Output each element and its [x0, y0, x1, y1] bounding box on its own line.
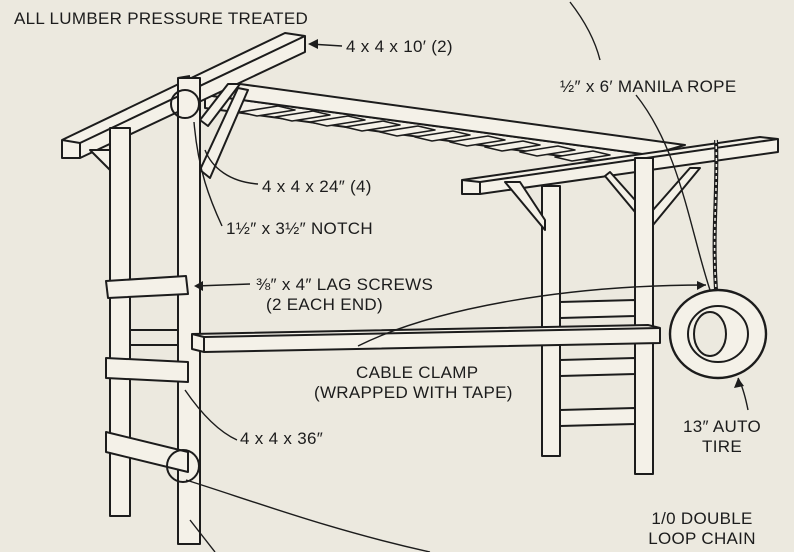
- post-left-rear: [109, 127, 131, 517]
- side-rungs-right: [559, 299, 636, 427]
- cable-clamp-sub-label: (WRAPPED WITH TAPE): [314, 383, 513, 402]
- top-crossbar-right: [461, 136, 779, 195]
- lag-screws-label: ⅜″ x 4″ LAG SCREWS: [256, 275, 434, 294]
- post-right-rear: [541, 185, 561, 457]
- tire-sub-label: TIRE: [702, 437, 742, 456]
- post-label: 4 x 4 x 36″: [240, 429, 324, 448]
- notch-label: 1½″ x 3½″ NOTCH: [226, 219, 373, 238]
- arrowheads: [194, 39, 744, 388]
- mid-rail: [191, 324, 661, 353]
- chain-label: 1/0 DOUBLE: [651, 509, 753, 528]
- auto-tire: [668, 288, 768, 380]
- chain-sub-label: LOOP CHAIN: [648, 529, 756, 548]
- cable-clamp-label: CABLE CLAMP: [356, 363, 479, 382]
- brace-left: [89, 83, 249, 179]
- top-beam-label: 4 x 4 x 10′ (2): [346, 37, 453, 56]
- lag-screws-sub-label: (2 EACH END): [266, 295, 383, 314]
- brace-right: [504, 167, 701, 231]
- post-right-front: [634, 157, 654, 475]
- manila-rope: [712, 139, 719, 291]
- leader-lines: [184, 1, 749, 552]
- post-left-front: [177, 75, 201, 545]
- notch-circle-bottom: [166, 449, 200, 483]
- tire-label: 13″ AUTO: [682, 417, 762, 436]
- notch-circle-top: [170, 89, 200, 119]
- rope-label: ½″ x 6′ MANILA ROPE: [560, 77, 737, 96]
- ladder-rungs: [239, 105, 611, 162]
- title-label: ALL LUMBER PRESSURE TREATED: [14, 9, 309, 28]
- brace-label: 4 x 4 x 24″ (4): [262, 177, 372, 196]
